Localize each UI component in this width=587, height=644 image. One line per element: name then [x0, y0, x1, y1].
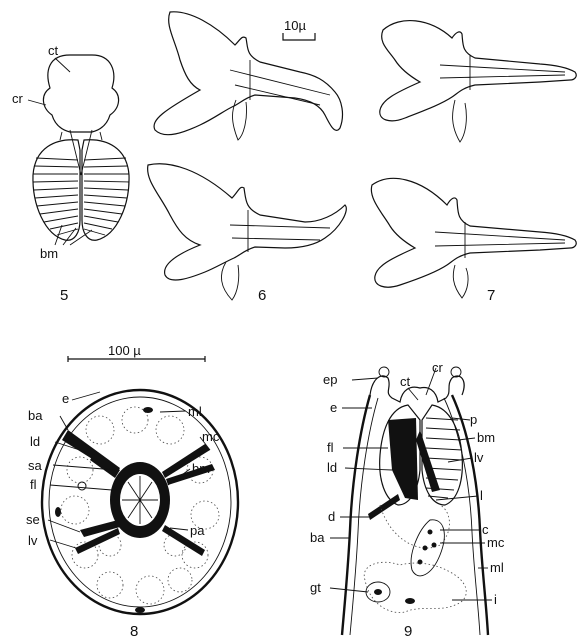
fig9-label-bm: bm: [477, 430, 495, 445]
fig9-label-ct: ct: [400, 374, 411, 389]
fig8-label-se: se: [26, 512, 40, 527]
fig9-label-p: p: [470, 412, 477, 427]
fig9-label-mc: mc: [487, 535, 505, 550]
fig9-label-fl: fl: [327, 440, 334, 455]
fig5-label-ct: ct: [48, 43, 59, 58]
fig8-label-ld: ld: [30, 434, 40, 449]
fig8-outer-wall: [40, 388, 240, 616]
figure-7: 7: [370, 19, 577, 304]
figure-5: ct cr bm 5: [12, 43, 130, 304]
fig9-label-ml: ml: [490, 560, 504, 575]
fig5-label-cr: cr: [12, 91, 24, 106]
figure-6: 10µ 6: [147, 11, 347, 304]
fig5-cuticle: [42, 54, 120, 133]
fig9-label-lv: lv: [474, 450, 484, 465]
fig9-label-cr: cr: [432, 360, 444, 375]
fig8-label-bm: bm: [192, 461, 210, 476]
fig9-label-l: l: [480, 488, 483, 503]
fig8-muscles: [62, 430, 215, 556]
fig9-gut: [410, 519, 445, 577]
fig5-number: 5: [60, 287, 68, 304]
fig5-label-bm: bm: [40, 246, 58, 261]
fig9-left-wall: [340, 394, 372, 636]
fig8-label-lv: lv: [28, 533, 38, 548]
fig9-label-ld: ld: [327, 460, 337, 475]
fig9-label-c: c: [482, 522, 489, 537]
figure-9: ct cr ep e p bm fl lv ld l d c ba mc ml …: [310, 360, 505, 640]
fig9-mastax-right: [421, 404, 463, 506]
fig8-number: 8: [130, 623, 138, 640]
fig8-label-mc: mc: [202, 429, 220, 444]
fig6-upper-trophus: [153, 11, 344, 136]
fig6-lower-trophus: [147, 163, 347, 281]
fig5-left-bulb: [32, 139, 81, 241]
fig8-scale-label: 100 µ: [108, 343, 141, 358]
fig9-label-ep: ep: [323, 372, 337, 387]
fig7-number: 7: [487, 287, 495, 304]
fig5-right-bulb: [81, 139, 130, 241]
fig9-label-e: e: [330, 400, 337, 415]
fig8-label-sa: sa: [28, 458, 43, 473]
fig5-muscle-bands: [32, 157, 130, 236]
fig9-number: 9: [404, 623, 412, 640]
fig9-label-d: d: [328, 509, 335, 524]
fig9-head: [369, 375, 465, 403]
fig9-label-ba: ba: [310, 530, 325, 545]
fig9-label-gt: gt: [310, 580, 321, 595]
fig9-label-i: i: [494, 592, 497, 607]
fig7-upper-trophus: [379, 19, 577, 122]
fig8-label-fl: fl: [30, 477, 37, 492]
fig8-label-ba: ba: [28, 408, 43, 423]
fig9-intestine: [363, 561, 467, 613]
fig7-lower-trophus: [370, 177, 577, 288]
fig6-scale-label: 10µ: [284, 18, 306, 33]
fig8-scale-bar: [67, 356, 206, 362]
fig8-label-pa: pa: [190, 523, 205, 538]
fig9-muscles: [388, 418, 418, 500]
figure-8: 100 µ: [26, 343, 240, 640]
fig6-scale-bar: [282, 33, 316, 41]
fig8-label-e: e: [62, 391, 69, 406]
fig8-label-ml: ml: [188, 404, 202, 419]
fig6-number: 6: [258, 287, 266, 304]
